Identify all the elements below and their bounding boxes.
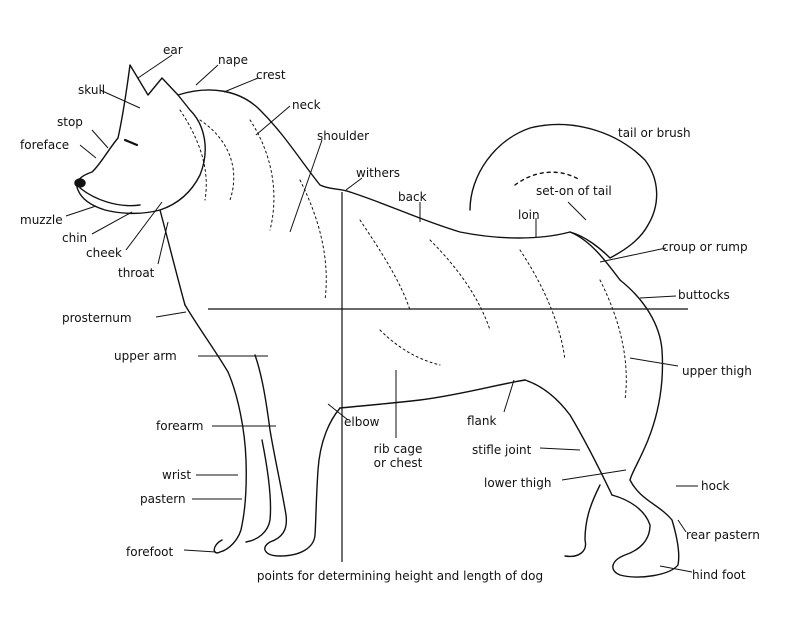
- dog-tail-inner: [514, 171, 581, 186]
- label-set-on-of-tail: set-on of tail: [536, 184, 612, 198]
- dog-throat-line: [159, 209, 186, 306]
- label-withers: withers: [356, 166, 401, 180]
- label-buttocks: buttocks: [678, 288, 730, 302]
- dog-hindquarter: [619, 279, 664, 481]
- dog-front-leg-far: [245, 439, 272, 543]
- label-rib-cage-line1: rib cage: [373, 442, 423, 456]
- dog-hind-leg-rear: [611, 479, 680, 578]
- leader-lines: [65, 54, 698, 573]
- label-nape: nape: [218, 53, 248, 67]
- label-foreface: foreface: [20, 138, 70, 152]
- label-loin: loin: [518, 208, 540, 222]
- label-tail: tail or brush: [618, 126, 691, 140]
- label-skull: skull: [78, 83, 106, 97]
- label-stifle-joint: stifle joint: [472, 443, 532, 457]
- label-back: back: [398, 190, 427, 204]
- dog-nose: [74, 178, 86, 188]
- label-cheek: cheek: [86, 246, 122, 260]
- label-rib-cage-line2: or chest: [373, 456, 423, 470]
- label-pastern: pastern: [140, 492, 186, 506]
- dog-tail: [469, 123, 658, 259]
- fur-texture: [179, 109, 627, 401]
- dog-front-leg-back: [254, 354, 341, 557]
- dog-head-outline: [76, 64, 206, 215]
- label-throat: throat: [118, 266, 155, 280]
- label-forefoot: forefoot: [126, 545, 174, 559]
- dog-eye: [123, 138, 139, 147]
- label-chin: chin: [62, 231, 88, 245]
- label-neck: neck: [292, 98, 321, 112]
- label-muzzle: muzzle: [20, 213, 63, 227]
- dog-hind-leg-far: [564, 484, 601, 558]
- label-crest: crest: [256, 68, 286, 82]
- label-croup: croup or rump: [662, 240, 748, 254]
- label-rib-cage: rib cage or chest: [366, 442, 430, 470]
- label-lower-thigh: lower thigh: [484, 476, 552, 490]
- label-upper-arm: upper arm: [114, 349, 177, 363]
- label-prosternum: prosternum: [62, 311, 132, 325]
- label-ear: ear: [163, 43, 183, 57]
- diagram-caption: points for determining height and length…: [256, 569, 544, 583]
- label-stop: stop: [57, 115, 83, 129]
- dog-back-line: [349, 191, 621, 281]
- label-hock: hock: [701, 479, 730, 493]
- label-elbow: elbow: [344, 415, 380, 429]
- label-rear-pastern: rear pastern: [686, 528, 760, 542]
- label-upper-thigh: upper thigh: [682, 364, 752, 378]
- dog-belly: [339, 379, 526, 409]
- label-shoulder: shoulder: [317, 129, 370, 143]
- label-hind-foot: hind foot: [692, 568, 746, 582]
- label-forearm: forearm: [156, 419, 204, 433]
- label-wrist: wrist: [162, 468, 192, 482]
- dog-neck-ruff: [177, 89, 351, 193]
- label-flank: flank: [467, 414, 497, 428]
- dog-mouth: [79, 187, 141, 207]
- dog-front-leg-front: [184, 304, 247, 554]
